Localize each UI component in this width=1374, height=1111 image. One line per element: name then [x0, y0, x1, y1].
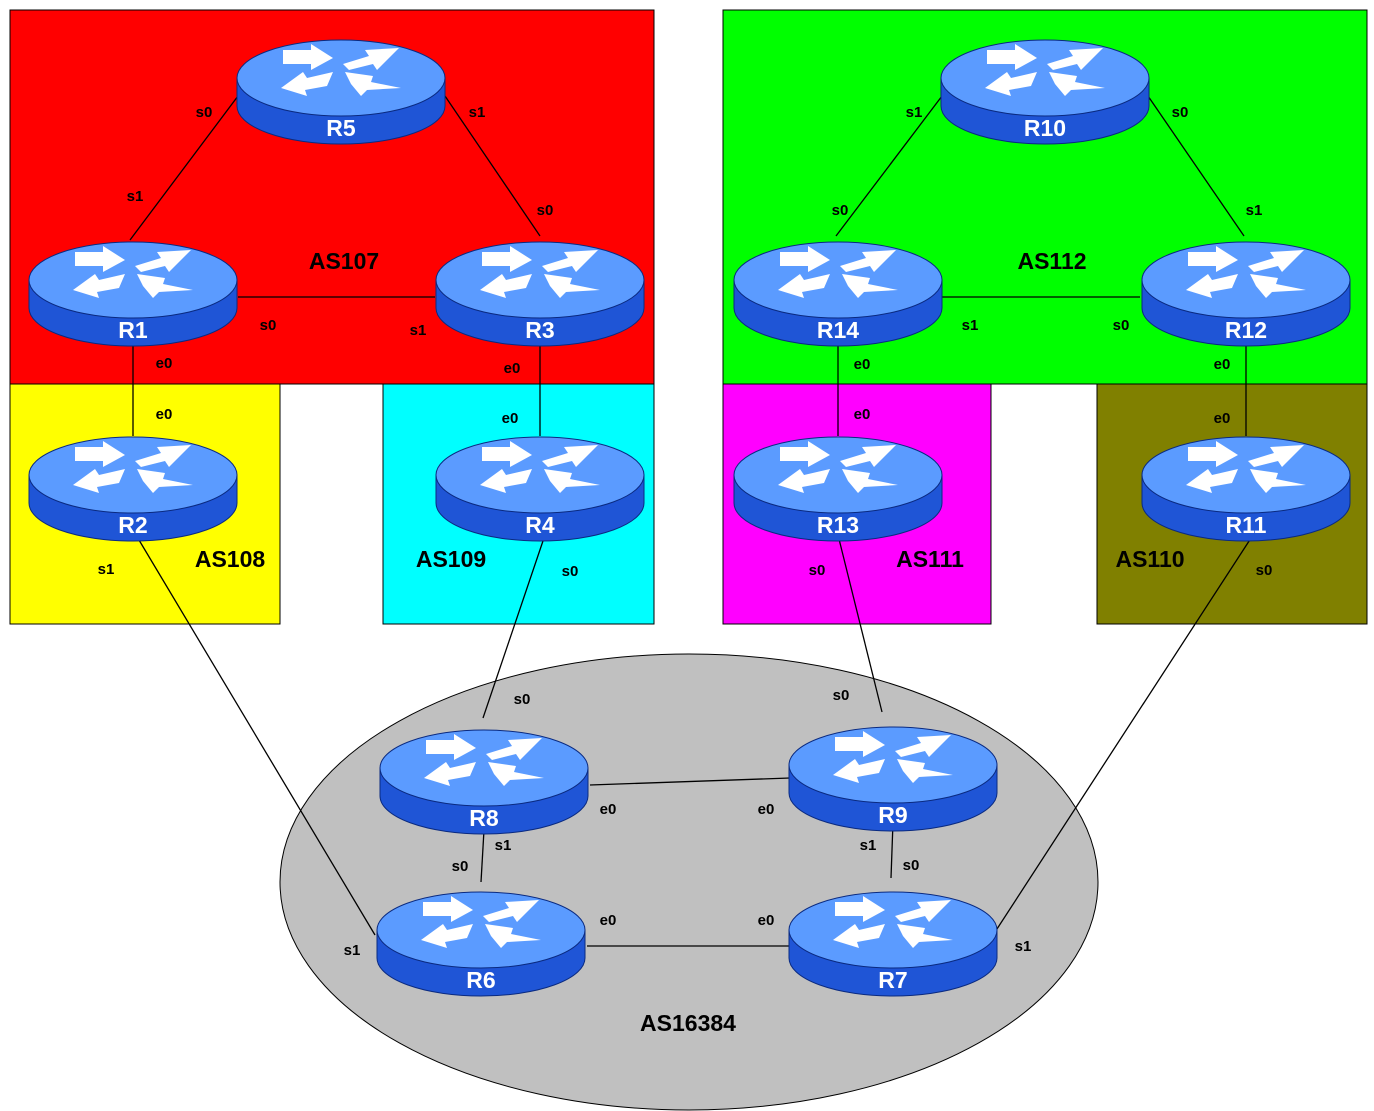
router-top	[788, 891, 998, 969]
port-label: s0	[562, 563, 579, 580]
router-label: R1	[118, 317, 148, 343]
as-label-as110: AS110	[1115, 546, 1184, 572]
link-r5-r3	[444, 95, 541, 237]
port-label: s0	[832, 202, 849, 219]
router-label: R2	[118, 512, 147, 538]
router-label: R10	[1024, 115, 1066, 141]
router-top	[236, 39, 446, 117]
port-label: e0	[504, 360, 521, 377]
port-label: e0	[854, 406, 871, 423]
router-r1: R1	[28, 241, 238, 347]
router-top	[733, 436, 943, 514]
router-label: R8	[469, 805, 499, 831]
port-label: s0	[1172, 104, 1189, 121]
router-r4: R4	[435, 436, 645, 542]
port-label: s1	[344, 942, 361, 959]
router-r2: R2	[28, 436, 238, 542]
port-label: e0	[156, 355, 173, 372]
port-label: s0	[452, 858, 469, 875]
router-label: R6	[466, 967, 495, 993]
as-label-as107: AS107	[309, 248, 379, 274]
link-r8-r6	[480, 829, 485, 883]
port-label: s1	[1015, 938, 1032, 955]
port-label: e0	[758, 912, 775, 929]
port-label: s0	[514, 691, 531, 708]
router-r14: R14	[733, 241, 943, 347]
router-r7: R7	[788, 891, 998, 997]
port-label: e0	[1214, 410, 1231, 427]
link-r8-r9	[589, 777, 791, 786]
router-r5: R5	[236, 39, 446, 145]
router-r3: R3	[435, 241, 645, 347]
link-r4-r8	[482, 534, 546, 719]
router-label: R5	[326, 115, 356, 141]
router-top	[940, 39, 1150, 117]
port-label: e0	[600, 801, 617, 818]
router-label: R7	[878, 967, 907, 993]
router-r9: R9	[788, 726, 998, 832]
port-label: s0	[903, 857, 920, 874]
port-label: e0	[502, 410, 519, 427]
port-label: e0	[156, 406, 173, 423]
port-label: s1	[469, 104, 486, 121]
router-r13: R13	[733, 436, 943, 542]
link-r11-r7	[994, 534, 1254, 933]
as16384-region	[279, 653, 1099, 1111]
router-label: R9	[878, 802, 907, 828]
router-label: R3	[525, 317, 554, 343]
link-r13-r9	[837, 534, 883, 713]
port-label: s1	[495, 837, 512, 854]
as-label-as16384: AS16384	[640, 1010, 736, 1036]
port-label: e0	[854, 356, 871, 373]
as-label-as109: AS109	[416, 546, 486, 572]
router-top	[435, 241, 645, 319]
router-label: R4	[525, 512, 555, 538]
port-label: e0	[1214, 356, 1231, 373]
port-label: e0	[758, 801, 775, 818]
router-top	[28, 436, 238, 514]
port-label: s1	[1246, 202, 1263, 219]
port-label: s0	[537, 202, 554, 219]
router-top	[28, 241, 238, 319]
port-label: s0	[1256, 562, 1273, 579]
router-label: R14	[817, 317, 859, 343]
port-label: s0	[260, 317, 277, 334]
port-label: s1	[962, 317, 979, 334]
router-r6: R6	[376, 891, 586, 997]
port-label: s1	[127, 188, 144, 205]
router-label: R12	[1225, 317, 1267, 343]
as-label-as108: AS108	[195, 546, 266, 572]
port-label: s1	[906, 104, 923, 121]
port-label: s0	[809, 562, 826, 579]
port-label: e0	[600, 912, 617, 929]
port-label: s0	[1113, 317, 1130, 334]
router-top	[376, 891, 586, 969]
link-r5-r1	[129, 95, 239, 241]
port-label: s0	[833, 687, 850, 704]
router-top	[1141, 241, 1351, 319]
router-r12: R12	[1141, 241, 1351, 347]
router-top	[733, 241, 943, 319]
as-label-as112: AS112	[1017, 248, 1086, 274]
router-r10: R10	[940, 39, 1150, 145]
router-label: R11	[1226, 512, 1267, 538]
router-label: R13	[817, 512, 859, 538]
port-label: s1	[98, 561, 115, 578]
port-label: s1	[860, 837, 877, 854]
router-top	[379, 729, 589, 807]
port-label: s1	[410, 322, 427, 339]
router-r8: R8	[379, 729, 589, 835]
link-r10-r12	[1147, 95, 1245, 237]
router-r11: R11	[1141, 436, 1351, 542]
link-r2-r6	[135, 534, 376, 936]
as-label-as111: AS111	[896, 546, 964, 572]
port-label: s0	[196, 104, 213, 121]
router-top	[788, 726, 998, 804]
link-r10-r14	[835, 95, 943, 237]
router-top	[435, 436, 645, 514]
router-top	[1141, 436, 1351, 514]
